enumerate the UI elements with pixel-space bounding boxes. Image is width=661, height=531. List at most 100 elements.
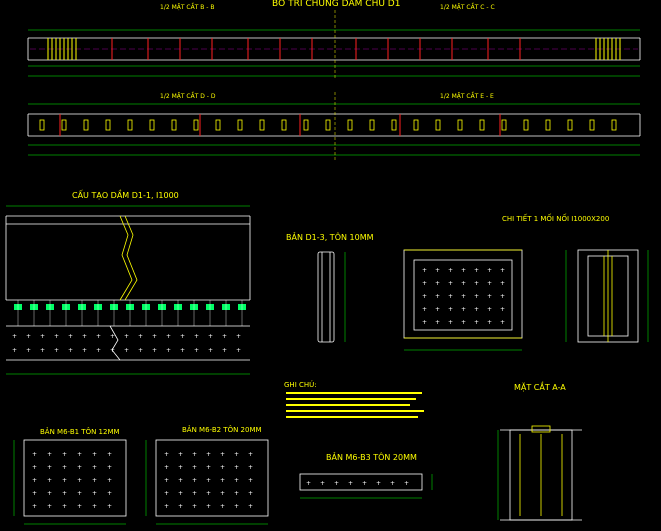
hole-mark: +: [435, 319, 440, 326]
hole-mark: +: [62, 451, 67, 458]
hole-mark: +: [26, 333, 31, 340]
hole-mark: +: [107, 451, 112, 458]
elevation-second: [27, 92, 641, 160]
hole-mark: +: [180, 333, 185, 340]
hole-mark: +: [12, 347, 17, 354]
hole-mark: +: [92, 490, 97, 497]
stiffener-box: [325, 119, 331, 131]
hole-mark: +: [461, 319, 466, 326]
hole-mark: +: [178, 451, 183, 458]
hole-mark: +: [487, 319, 492, 326]
hole-mark: +: [192, 464, 197, 471]
hole-mark: +: [164, 451, 169, 458]
hole-mark: +: [474, 267, 479, 274]
hole-mark: +: [26, 347, 31, 354]
hole-mark: +: [248, 451, 253, 458]
hole-mark: +: [92, 477, 97, 484]
hole-mark: +: [448, 306, 453, 313]
hole-mark: +: [236, 347, 241, 354]
plate-m6-b3: [299, 473, 433, 499]
section-cc-title: 1/2 MẶT CẮT C - C: [440, 3, 495, 11]
notes-block: [286, 392, 424, 418]
hole-mark: +: [178, 464, 183, 471]
hole-mark: +: [422, 293, 427, 300]
plate-d13-title: BẢN D1-3, TÔN 10MM: [286, 231, 374, 242]
hole-mark: +: [435, 306, 440, 313]
hole-mark: +: [362, 480, 367, 487]
hole-mark: +: [68, 333, 73, 340]
hole-mark: +: [234, 503, 239, 510]
hole-mark: +: [208, 347, 213, 354]
stiffener-box: [193, 119, 199, 131]
plate-b1-title: BẢN M6-B1 TÔN 12MM: [40, 427, 120, 436]
hole-mark: +: [500, 319, 505, 326]
hole-mark: +: [435, 293, 440, 300]
stiffener-box: [479, 119, 485, 131]
hole-mark: +: [500, 293, 505, 300]
hole-mark: +: [448, 293, 453, 300]
notes-title: GHI CHÚ:: [284, 380, 317, 389]
section-bb-title: 1/2 MẶT CẮT B - B: [160, 3, 215, 11]
hole-mark: +: [500, 306, 505, 313]
hole-mark: +: [92, 503, 97, 510]
elevation-top-stiffeners: [47, 38, 621, 60]
hole-mark: +: [474, 293, 479, 300]
splice-detail-left: [403, 249, 523, 351]
section-ee-title: 1/2 MẶT CẮT E - E: [440, 92, 494, 100]
hole-mark: +: [178, 490, 183, 497]
hole-mark: +: [77, 503, 82, 510]
hole-mark: +: [32, 490, 37, 497]
hole-mark: +: [248, 503, 253, 510]
hole-mark: +: [166, 333, 171, 340]
splice-detail-right: [565, 249, 649, 343]
hole-mark: +: [422, 267, 427, 274]
plate-m6-b1: [13, 439, 127, 525]
hole-mark: +: [248, 464, 253, 471]
hole-mark: +: [138, 333, 143, 340]
hole-mark: +: [32, 503, 37, 510]
stiffener-box: [149, 119, 155, 131]
hole-mark: +: [68, 347, 73, 354]
hole-mark: +: [82, 347, 87, 354]
hole-mark: +: [320, 480, 325, 487]
hole-mark: +: [248, 477, 253, 484]
stiffener-box: [589, 119, 595, 131]
hole-mark: +: [348, 480, 353, 487]
stiffener-box: [83, 119, 89, 131]
stiffener-box: [237, 119, 243, 131]
plate-m6-b2-holes: +++++++++++++++++++++++++++++++++++: [164, 451, 253, 510]
hole-mark: +: [124, 333, 129, 340]
hole-mark: +: [234, 464, 239, 471]
hole-mark: +: [194, 347, 199, 354]
stiffener-box: [501, 119, 507, 131]
hole-mark: +: [152, 347, 157, 354]
hole-mark: +: [54, 333, 59, 340]
hole-mark: +: [487, 293, 492, 300]
hole-mark: +: [334, 480, 339, 487]
hole-mark: +: [54, 347, 59, 354]
beam-bolt-holes: ++++++++++++++++++++++++++++++++++: [12, 333, 241, 354]
hole-mark: +: [32, 477, 37, 484]
hole-mark: +: [435, 267, 440, 274]
hole-mark: +: [32, 464, 37, 471]
hole-mark: +: [164, 477, 169, 484]
hole-mark: +: [164, 490, 169, 497]
hole-mark: +: [180, 347, 185, 354]
plate-m6-b1-holes: ++++++++++++++++++++++++++++++: [32, 451, 112, 510]
hole-mark: +: [107, 477, 112, 484]
stiffener-box: [61, 119, 67, 131]
hole-mark: +: [222, 347, 227, 354]
hole-mark: +: [178, 477, 183, 484]
hole-mark: +: [47, 451, 52, 458]
hole-mark: +: [220, 503, 225, 510]
hole-mark: +: [487, 267, 492, 274]
hole-mark: +: [77, 451, 82, 458]
stiffener-box: [105, 119, 111, 131]
splice-bolt-holes: +++++++++++++++++++++++++++++++++++: [422, 267, 505, 326]
stiffener-box: [369, 119, 375, 131]
beam-structure-detail: [5, 205, 251, 375]
stiffener-box: [567, 119, 573, 131]
stiffener-box: [171, 119, 177, 131]
hole-mark: +: [222, 333, 227, 340]
